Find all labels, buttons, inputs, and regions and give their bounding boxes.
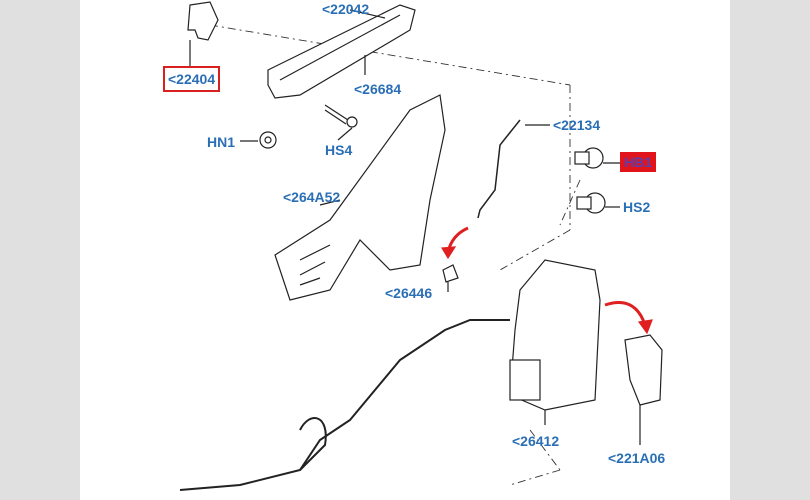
screw-hs4 — [324, 104, 349, 125]
left-margin — [0, 0, 80, 500]
label-hs2[interactable]: HS2 — [623, 199, 651, 215]
label-26446[interactable]: <26446 — [385, 285, 433, 301]
label-264a52[interactable]: <264A52 — [283, 189, 341, 205]
screw-hb1 — [574, 147, 620, 169]
screw-hs2 — [576, 192, 620, 214]
red-arrow-icon — [604, 301, 647, 326]
label-hn1[interactable]: HN1 — [207, 134, 236, 150]
label-26412[interactable]: <26412 — [512, 433, 560, 449]
label-hb1[interactable]: HB1 — [620, 152, 657, 172]
nut-hn1 — [259, 131, 277, 149]
cable — [179, 319, 510, 491]
rod-22134 — [477, 119, 521, 219]
label-hs4[interactable]: HS4 — [325, 142, 353, 158]
label-22134[interactable]: <22134 — [553, 117, 601, 133]
part-22404 — [187, 1, 219, 41]
label-22404[interactable]: <22404 — [162, 66, 221, 92]
part-221a06 — [624, 334, 663, 406]
part-264a52 — [274, 94, 446, 301]
label-221a06[interactable]: <221A06 — [608, 450, 666, 466]
clip-26446 — [442, 264, 459, 283]
label-22042[interactable]: <22042 — [322, 1, 370, 17]
part-26684 — [267, 4, 416, 99]
right-margin — [730, 0, 810, 500]
label-26684[interactable]: <26684 — [354, 81, 402, 97]
